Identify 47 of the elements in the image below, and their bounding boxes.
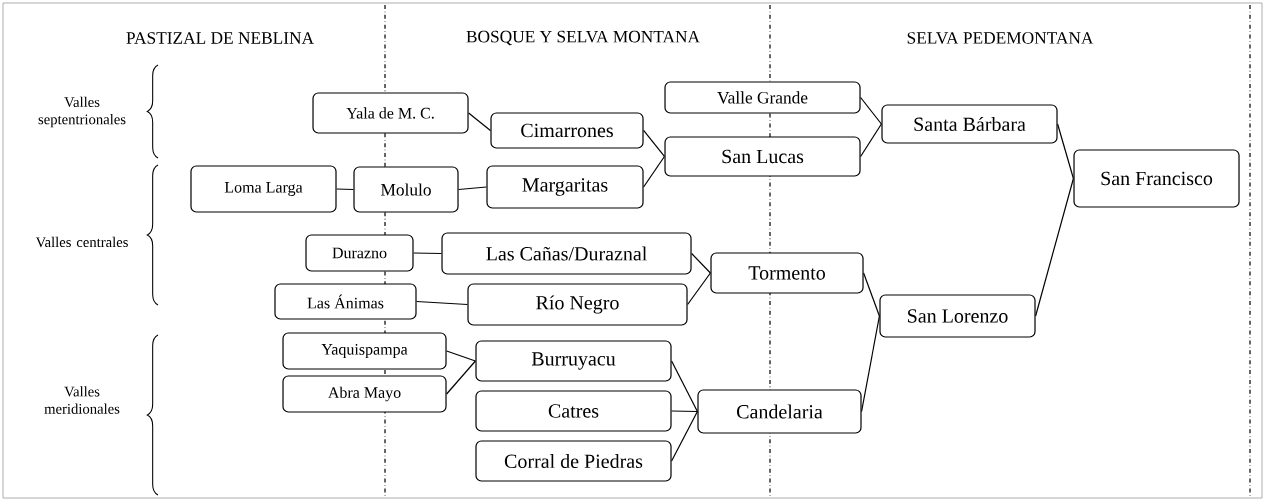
connector-line — [671, 410, 698, 413]
place-box: Molulo — [353, 166, 459, 213]
connector-line — [1057, 123, 1074, 180]
connector-line — [446, 360, 476, 395]
place-box: Las Cañas/Duraznal — [441, 232, 692, 275]
zone-heading: PASTIZAL DE NEBLINA — [126, 32, 314, 44]
connector-line — [643, 129, 665, 158]
place-box: Santa Bárbara — [881, 104, 1058, 144]
place-box: Candelaria — [697, 389, 862, 434]
connector-line — [687, 272, 711, 306]
zone-heading: BOSQUE Y SELVA MONTANA — [466, 30, 700, 46]
place-box: San Lorenzo — [879, 294, 1036, 338]
place-box: Burruyacu — [475, 340, 672, 382]
connector-line — [860, 123, 882, 158]
place-box: Abra Mayo — [282, 375, 447, 413]
place-box: Cimarrones — [490, 112, 644, 149]
place-box: San Lucas — [664, 136, 861, 177]
place-box: Corral de Piedras — [475, 440, 672, 482]
place-box: Catres — [475, 390, 672, 432]
connector-line — [336, 188, 354, 191]
connector-line — [643, 155, 665, 188]
connector-line — [468, 112, 491, 132]
place-box: Río Negro — [467, 283, 688, 326]
place-box: Yaquispampa — [282, 332, 447, 370]
connector-line — [671, 360, 698, 413]
connector-line — [691, 252, 711, 274]
place-box: San Francisco — [1073, 149, 1240, 208]
connector-line — [863, 272, 880, 317]
place-box: Durazno — [305, 234, 414, 272]
connector-line — [413, 252, 443, 255]
connector-line — [671, 410, 698, 462]
valley-label: Valles meridionales — [44, 386, 120, 414]
connector-line — [860, 96, 882, 125]
place-box: Valle Grande — [664, 81, 861, 114]
connector-line — [446, 350, 476, 362]
connector-line — [861, 315, 880, 413]
place-box: Margaritas — [486, 165, 644, 209]
place-box: Las Ánimas — [274, 283, 417, 320]
place-box: Yala de M. C. — [312, 92, 469, 134]
valley-label: Valles septentrionales — [38, 96, 126, 128]
connector-line — [1035, 177, 1074, 317]
connector-line — [416, 300, 468, 306]
place-box: Tormento — [710, 252, 864, 294]
connector-line — [458, 186, 487, 191]
valley-label: Valles centrales — [35, 236, 128, 248]
place-box: Loma Larga — [190, 165, 337, 213]
zone-heading: SELVA PEDEMONTANA — [907, 32, 1094, 44]
